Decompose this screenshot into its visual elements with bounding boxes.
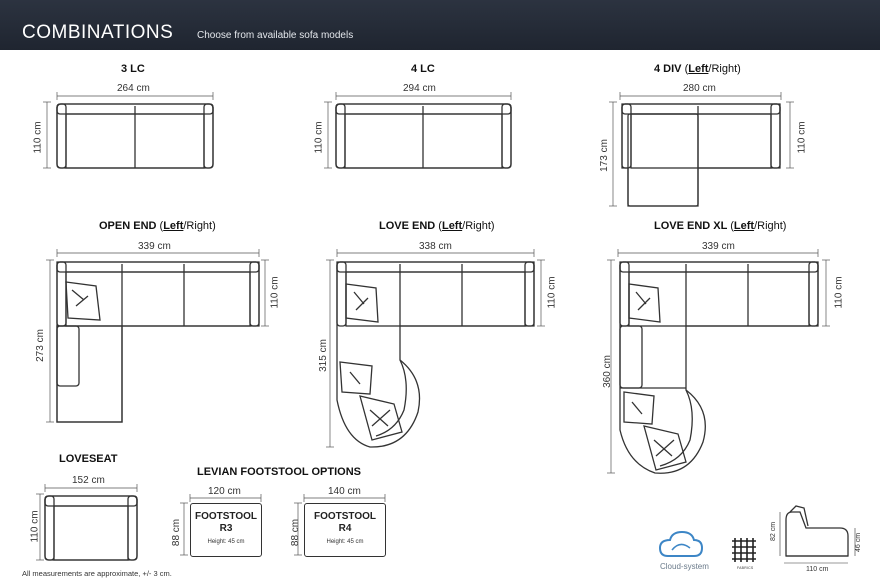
sofa-loveseat — [44, 495, 138, 561]
fabrics-logo-text: FABRICS — [737, 566, 754, 570]
sofa-open-end — [56, 261, 260, 423]
dim-open-end-width: 339 cm — [138, 241, 171, 252]
side-profile-drawing — [779, 505, 856, 564]
footstool-r4-height: Height: 45 cm — [326, 539, 364, 545]
dim-love-end-width: 338 cm — [419, 241, 452, 252]
model-label-3lc: 3 LC — [121, 63, 145, 75]
model-label-4lc: 4 LC — [411, 63, 435, 75]
dim-footstool-r3-width: 120 cm — [208, 486, 241, 497]
footstool-r3-height: Height: 45 cm — [207, 539, 245, 545]
model-label-loveseat: LOVESEAT — [59, 453, 118, 465]
cloud-system-logo-text: Cloud-system — [660, 562, 709, 571]
dim-loveseat-width: 152 cm — [72, 475, 105, 486]
dim-profile-depth: 110 cm — [806, 566, 829, 573]
page-subtitle: Choose from available sofa models — [197, 30, 354, 41]
sofa-4lc — [335, 103, 512, 169]
sofa-3lc — [56, 103, 214, 169]
model-label-open-end: OPEN END (Left/Right) — [99, 220, 216, 232]
sofa-4div — [621, 103, 781, 207]
dim-4lc-width: 294 cm — [403, 83, 436, 94]
model-label-4div: 4 DIV (Left/Right) — [654, 63, 741, 75]
measurement-note: All measurements are approximate, +/- 3 … — [22, 569, 172, 578]
fabrics-logo-icon — [732, 538, 756, 562]
footstool-r4-code: R4 — [338, 523, 352, 534]
page-title: COMBINATIONS — [22, 22, 174, 43]
footstool-r3-code: R3 — [219, 523, 233, 534]
dimension-lines — [36, 92, 830, 561]
model-label-love-end-xl: LOVE END XL (Left/Right) — [654, 220, 787, 232]
sofa-love-end — [336, 261, 535, 448]
cloud-system-logo-icon — [658, 530, 704, 557]
footstool-r4-name: FOOTSTOOL — [313, 511, 377, 522]
dim-love-end-xl-width: 339 cm — [702, 241, 735, 252]
dim-footstool-r4-width: 140 cm — [328, 486, 361, 497]
dim-4div-width: 280 cm — [683, 83, 716, 94]
sofa-love-end-xl — [619, 261, 819, 474]
header-bar: COMBINATIONS Choose from available sofa … — [0, 0, 880, 50]
footstool-section-title: LEVIAN FOOTSTOOL OPTIONS — [197, 466, 361, 478]
footstool-r3-name: FOOTSTOOL — [194, 511, 258, 522]
model-label-love-end: LOVE END (Left/Right) — [379, 220, 495, 232]
dim-3lc-width: 264 cm — [117, 83, 150, 94]
